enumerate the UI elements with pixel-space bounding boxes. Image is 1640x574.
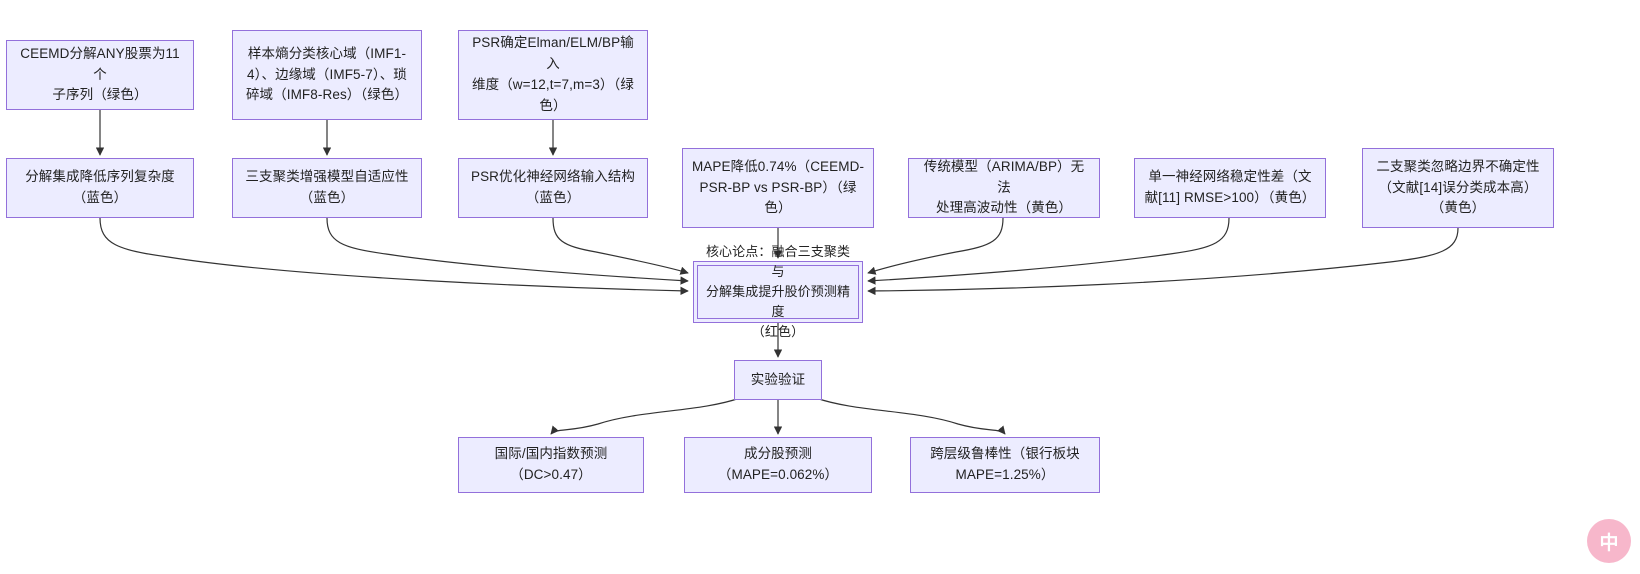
edge-n10-core <box>867 227 1459 296</box>
node-result-index-prediction[interactable]: 国际/国内指数预测 （DC>0.47） <box>458 437 644 493</box>
node-decomposition-reduces-complexity[interactable]: 分解集成降低序列复杂度 （蓝色） <box>6 158 194 218</box>
node-sample-entropy-classification[interactable]: 样本熵分类核心域（IMF1- 4）、边缘域（IMF5-7）、琐 碎域（IMF8-… <box>232 30 422 120</box>
node-mape-improvement[interactable]: MAPE降低0.74%（CEEMD- PSR-BP vs PSR-BP）（绿 色… <box>682 148 874 228</box>
node-result-constituent-stock[interactable]: 成分股预测 （MAPE=0.062%） <box>684 437 872 493</box>
edge-n6-core <box>552 217 689 275</box>
node-three-way-clustering-adaptivity[interactable]: 三支聚类增强模型自适应性 （蓝色） <box>232 158 422 218</box>
node-single-network-instability[interactable]: 单一神经网络稳定性差（文 献[11] RMSE>100）（黄色） <box>1134 158 1326 218</box>
node-core-thesis[interactable]: 核心论点：融合三支聚类与 分解集成提升股价预测精度 （红色） <box>693 244 863 339</box>
node-ceemd-decomposition[interactable]: CEEMD分解ANY股票为11个 子序列（绿色） <box>6 40 194 110</box>
node-psr-input-dimension[interactable]: PSR确定Elman/ELM/BP输入 维度（w=12,t=7,m=3）（绿 色… <box>458 30 648 120</box>
edge-exp-r3 <box>815 397 1006 435</box>
node-psr-optimizes-network-structure[interactable]: PSR优化神经网络输入结构 （蓝色） <box>458 158 648 218</box>
edge-n8-core <box>867 217 1004 275</box>
edge-n5-core <box>326 217 689 285</box>
edge-n4-core <box>99 217 689 296</box>
edge-exp-r1 <box>550 397 741 435</box>
watermark-logo: 中 <box>1587 519 1631 563</box>
node-experimental-validation[interactable]: 实验验证 <box>734 360 822 400</box>
node-traditional-model-limitation[interactable]: 传统模型（ARIMA/BP）无法 处理高波动性（黄色） <box>908 158 1100 218</box>
node-result-cross-level-robustness[interactable]: 跨层级鲁棒性（银行板块 MAPE=1.25%） <box>910 437 1100 493</box>
node-two-way-clustering-limitation[interactable]: 二支聚类忽略边界不确定性 （文献[14]误分类成本高） （黄色） <box>1362 148 1554 228</box>
edge-n9-core <box>867 217 1230 285</box>
